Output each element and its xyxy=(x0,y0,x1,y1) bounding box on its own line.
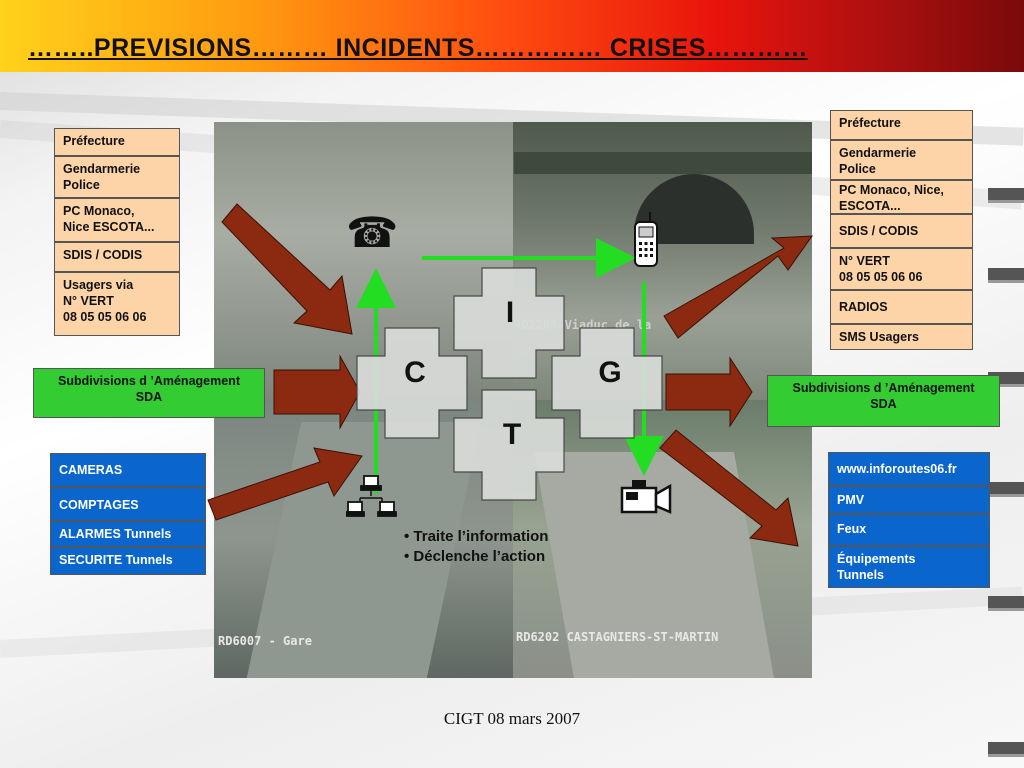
letter-c: C xyxy=(404,356,426,389)
cross-left xyxy=(356,327,468,439)
computer-network-icon xyxy=(346,475,397,517)
recipient-gendarmerie: Gendarmerie Police xyxy=(830,140,973,180)
input-comptages: COMPTAGES xyxy=(50,487,206,521)
recipient-prefecture: Préfecture xyxy=(830,110,973,140)
letter-g: G xyxy=(598,356,622,389)
source-pc-monaco: PC Monaco, Nice ESCOTA... xyxy=(54,198,180,242)
video-camera-icon xyxy=(620,480,672,514)
input-securite-tunnels: SECURITE Tunnels xyxy=(50,547,206,575)
decor-strip xyxy=(988,268,1024,280)
input-arrow xyxy=(207,447,363,521)
output-arrow xyxy=(659,429,799,547)
output-feux: Feux xyxy=(828,514,990,546)
cross-top xyxy=(453,267,565,379)
recipient-radios: RADIOS xyxy=(830,290,973,324)
source-usagers: Usagers via N° VERT 08 05 05 06 06 xyxy=(54,272,180,336)
recipient-n-vert: N° VERT 08 05 05 06 06 xyxy=(830,248,973,290)
decor-strip xyxy=(988,596,1024,608)
output-arrow xyxy=(663,235,814,339)
input-arrow xyxy=(273,354,361,430)
cross-right xyxy=(551,327,663,439)
title-bar xyxy=(0,0,1024,72)
output-arrow xyxy=(665,356,753,428)
telephone-icon: ☎ xyxy=(346,209,399,256)
bullet-item: • Traite l’information xyxy=(404,528,549,545)
source-prefecture: Préfecture xyxy=(54,128,180,156)
decor-strip xyxy=(988,188,1024,200)
decor-strip xyxy=(988,482,1024,494)
bullet-item: • Déclenche l’action xyxy=(404,548,546,565)
camera-caption: RD6202 CASTAGNIERS-ST-MARTIN xyxy=(516,630,719,644)
decor-strip xyxy=(988,742,1024,754)
camera-caption: RD6007 - Gare xyxy=(218,634,312,648)
recipient-sdis-codis: SDIS / CODIS xyxy=(830,214,973,248)
slide-footer: CIGT 08 mars 2007 xyxy=(443,709,581,728)
source-subdivisions-sda: Subdivisions d ’Aménagement SDA xyxy=(33,368,265,418)
cross-bottom xyxy=(453,389,565,501)
source-sdis-codis: SDIS / CODIS xyxy=(54,242,180,272)
mobile-phone-icon xyxy=(634,212,658,267)
input-alarmes-tunnels: ALARMES Tunnels xyxy=(50,521,206,547)
cigt-cross-diagram xyxy=(356,267,663,501)
bridge-shape xyxy=(514,152,812,174)
recipient-pc-monaco: PC Monaco, Nice, ESCOTA... xyxy=(830,180,973,214)
source-gendarmerie: Gendarmerie Police xyxy=(54,156,180,198)
recipient-sms-usagers: SMS Usagers xyxy=(830,324,973,350)
output-pmv: PMV xyxy=(828,486,990,514)
input-arrow xyxy=(221,203,353,335)
letter-t: T xyxy=(502,418,522,451)
cigt-role-list: • Traite l’information • Déclenche l’act… xyxy=(404,527,548,567)
letter-i: I xyxy=(505,296,515,329)
input-cameras: CAMERAS xyxy=(50,453,206,487)
recipient-subdivisions-sda: Subdivisions d ’Aménagement SDA xyxy=(767,375,1000,427)
output-equipements-tunnels: Équipements Tunnels xyxy=(828,546,990,588)
slide-title: ……..PREVISIONS……… INCIDENTS…………… CRISES…… xyxy=(28,34,808,62)
output-inforoutes-link[interactable]: www.inforoutes06.fr xyxy=(828,452,990,486)
